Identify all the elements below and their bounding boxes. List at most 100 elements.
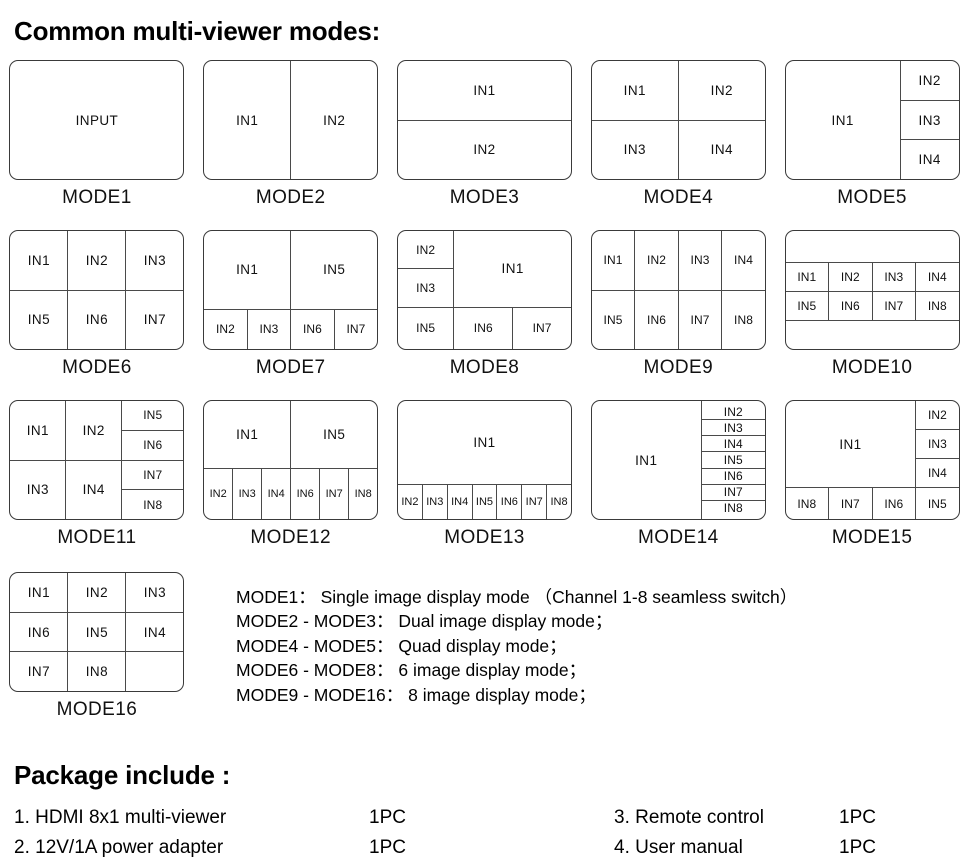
mode16-cell-1: IN1 (27, 584, 50, 600)
mode6-cell-6: IN7 (125, 290, 183, 349)
mode5-label: MODE5 (837, 187, 907, 208)
mode15-diagram: IN1 IN2 IN3 IN4 IN8 IN7 IN6 IN5 (784, 400, 960, 520)
mode13-cell-8: IN8 (546, 484, 571, 519)
mode12-cell-7: IN7 (319, 469, 348, 519)
package-item-2-name: 2. 12V/1A power adapter (14, 837, 224, 858)
mode16-cell-8: IN8 (67, 652, 125, 691)
mode13-cell-1: IN1 (473, 434, 496, 450)
mode8-cell-4: IN5 (416, 321, 436, 336)
package-item-2-qty: 1PC (369, 837, 406, 858)
mode10-diagram: IN1 IN2 IN3 IN4 IN5 IN6 IN7 IN8 (784, 230, 960, 350)
mode15-label: MODE15 (831, 527, 913, 548)
mode16-cell-6: IN4 (125, 612, 183, 652)
mode14-diagram: IN1 IN2 IN3 IN4 IN5 IN6 IN7 IN8 (590, 400, 766, 520)
mode2-diagram: IN1 IN2 (203, 60, 379, 180)
mode-tile-mode5[interactable]: IN1 IN2 IN3 IN4 MODE5 (775, 60, 969, 209)
mode11-cell-6: IN4 (65, 460, 121, 519)
mode-tile-mode4[interactable]: IN1 IN2 IN3 IN4 MODE4 (581, 60, 775, 209)
mode-tile-mode13[interactable]: IN1 IN2 IN3 IN4 IN5 IN6 IN7 IN8 MODE13 (388, 400, 582, 549)
mode11-cell-7: IN7 (122, 459, 184, 490)
mode16-cell-5: IN5 (67, 612, 125, 652)
mode-tile-mode9[interactable]: IN1 IN2 IN3 IN4 IN5 IN6 IN7 IN8 MODE9 (581, 230, 775, 379)
mode-row-2: IN1 IN2 IN3 IN5 IN6 IN7 MODE6 IN1 IN5 (0, 230, 969, 379)
mode16-cell-4: IN6 (27, 624, 50, 640)
mode16-cell-9 (125, 652, 183, 691)
package-item-4-qty: 1PC (839, 837, 876, 858)
package-item-1-name: 1. HDMI 8x1 multi-viewer (14, 807, 227, 828)
mode-tile-mode8[interactable]: IN2 IN3 IN1 IN5 IN6 IN7 MODE8 (388, 230, 582, 379)
mode12-cell-2: IN5 (290, 401, 377, 469)
mode1-cell-input: INPUT (75, 112, 119, 128)
mode6-cell-1: IN1 (27, 252, 50, 268)
mode-tile-mode15[interactable]: IN1 IN2 IN3 IN4 IN8 IN7 IN6 IN5 MODE15 (775, 400, 969, 549)
mode11-label: MODE11 (57, 527, 137, 548)
page-title-package-include: Package include : (14, 760, 231, 790)
mode4-diagram: IN1 IN2 IN3 IN4 (590, 60, 766, 180)
mode-tile-mode1[interactable]: INPUT MODE1 (0, 60, 194, 209)
mode13-cell-6: IN6 (496, 484, 521, 519)
mode3-diagram: IN1 IN2 (396, 60, 572, 180)
mode5-diagram: IN1 IN2 IN3 IN4 (784, 60, 960, 180)
mode15-cell-1: IN1 (839, 436, 862, 452)
mode-description-list: MODE1： Single image display mode （Channe… (236, 585, 797, 707)
mode6-diagram: IN1 IN2 IN3 IN5 IN6 IN7 (9, 230, 185, 350)
mode14-cell-6: IN6 (701, 469, 765, 485)
mode12-cell-5: IN4 (261, 469, 290, 519)
mode10-cell-1: IN1 (797, 269, 817, 284)
mode14-cell-7: IN7 (701, 485, 765, 501)
mode-tile-mode11[interactable]: IN1 IN2 IN3 IN4 IN5 IN6 IN7 IN8 MODE11 (0, 400, 194, 549)
mode4-cell-1: IN1 (623, 82, 646, 98)
mode10-cell-4: IN4 (915, 262, 959, 291)
mode7-cell-6: IN7 (333, 309, 378, 349)
mode11-diagram: IN1 IN2 IN3 IN4 IN5 IN6 IN7 IN8 (9, 400, 185, 520)
mode10-label: MODE10 (831, 357, 913, 378)
mode-row-3: IN1 IN2 IN3 IN4 IN5 IN6 IN7 IN8 MODE11 (0, 400, 969, 549)
mode10-cell-8: IN8 (915, 291, 959, 320)
mode7-cell-4: IN3 (246, 309, 291, 349)
mode9-label: MODE9 (643, 357, 714, 378)
mode13-cell-5: IN5 (471, 484, 497, 519)
mode6-cell-3: IN3 (125, 231, 183, 290)
mode16-cell-2: IN2 (67, 573, 125, 612)
mode-tile-mode10[interactable]: IN1 IN2 IN3 IN4 IN5 IN6 IN7 IN8 MODE10 (775, 230, 969, 379)
package-item-3-qty: 1PC (839, 807, 876, 828)
mode11-cell-1: IN1 (26, 422, 49, 438)
mode12-diagram: IN1 IN5 IN2 IN3 IN4 IN6 IN7 IN8 (203, 400, 379, 520)
mode8-cell-2: IN3 (397, 268, 454, 306)
package-include-table: 1. HDMI 8x1 multi-viewer 1PC 3. Remote c… (14, 803, 954, 863)
mode-tile-mode2[interactable]: IN1 IN2 MODE2 (194, 60, 388, 209)
mode7-cell-5: IN6 (290, 309, 334, 349)
mode5-cell-2: IN2 (918, 72, 941, 88)
mode4-cell-3: IN3 (623, 142, 646, 158)
mode10-cell-7: IN7 (871, 291, 916, 320)
package-item-1-qty: 1PC (369, 807, 406, 828)
mode3-label: MODE3 (449, 187, 520, 208)
mode11-cell-3: IN5 (143, 408, 163, 423)
mode-tile-mode6[interactable]: IN1 IN2 IN3 IN5 IN6 IN7 MODE6 (0, 230, 194, 379)
mode16-cell-3: IN3 (125, 573, 183, 612)
mode4-cell-4: IN4 (677, 120, 765, 179)
mode16-cell-7: IN7 (27, 664, 50, 680)
mode2-cell-1: IN1 (236, 112, 259, 128)
mode-tile-mode16[interactable]: IN1 IN2 IN3 IN6 IN5 IN4 IN7 IN8 MODE16 (0, 572, 194, 721)
mode13-cell-2: IN2 (401, 495, 419, 508)
mode9-cell-3: IN3 (677, 231, 722, 290)
mode3-cell-2: IN2 (397, 119, 571, 180)
mode14-cell-8: IN8 (723, 501, 743, 516)
mode-description-line-3: MODE4 - MODE5： Quad display mode； (236, 635, 567, 656)
mode-tile-mode7[interactable]: IN1 IN5 IN2 IN3 IN6 IN7 MODE7 (194, 230, 388, 379)
page-title-common-modes: Common multi-viewer modes: (14, 16, 381, 46)
mode9-diagram: IN1 IN2 IN3 IN4 IN5 IN6 IN7 IN8 (590, 230, 766, 350)
mode-tile-mode14[interactable]: IN1 IN2 IN3 IN4 IN5 IN6 IN7 IN8 MODE14 (581, 400, 775, 549)
mode12-cell-4: IN3 (232, 469, 261, 519)
mode9-cell-5: IN5 (603, 312, 623, 327)
mode-description-line-5: MODE9 - MODE16： 8 image display mode； (236, 684, 596, 705)
mode3-cell-1: IN1 (473, 82, 496, 98)
mode5-cell-3: IN3 (900, 99, 959, 140)
mode13-label: MODE13 (444, 527, 525, 548)
mode-tile-mode3[interactable]: IN1 IN2 MODE3 (388, 60, 582, 209)
mode-tile-mode12[interactable]: IN1 IN5 IN2 IN3 IN4 IN6 IN7 IN8 MODE12 (194, 400, 388, 549)
mode10-letterbox-top (786, 231, 959, 262)
mode-row-1: INPUT MODE1 IN1 IN2 MODE2 IN1 IN2 MODE3 … (0, 60, 969, 209)
